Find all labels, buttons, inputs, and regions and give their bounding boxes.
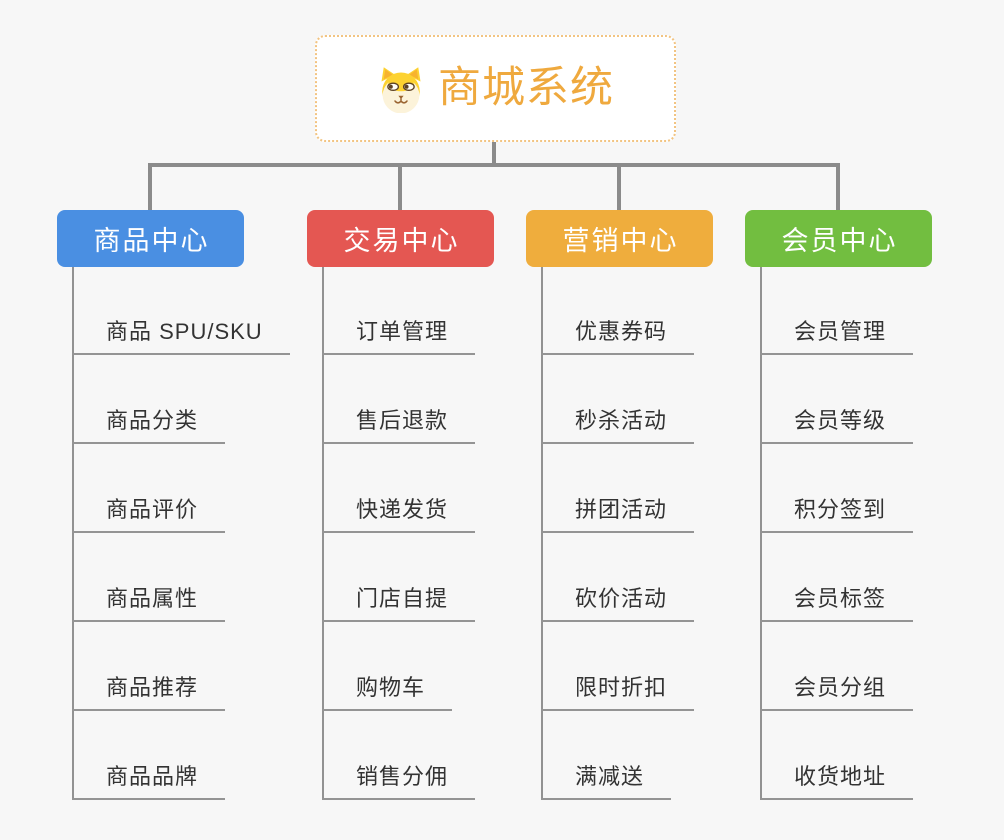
- connector-trunk-marketing: [541, 267, 543, 800]
- leaf-shipping-address[interactable]: 收货地址: [760, 762, 914, 800]
- leaf-time-limited-discount[interactable]: 限时折扣: [541, 673, 695, 711]
- leaf-product-attribute[interactable]: 商品属性: [72, 584, 226, 622]
- leaf-store-pickup[interactable]: 门店自提: [322, 584, 476, 622]
- leaf-product-brand[interactable]: 商品品牌: [72, 762, 226, 800]
- root-title: 商城系统: [438, 64, 614, 112]
- leaf-shopping-cart[interactable]: 购物车: [322, 673, 453, 711]
- leaf-points-checkin[interactable]: 积分签到: [760, 495, 914, 533]
- leaf-product-recommend[interactable]: 商品推荐: [72, 673, 226, 711]
- connector-bus: [148, 163, 840, 167]
- leaf-group-buy[interactable]: 拼团活动: [541, 495, 695, 533]
- connector-drop-products: [148, 163, 152, 210]
- branch-node-marketing-center[interactable]: 营销中心: [526, 210, 713, 267]
- shiba-dog-icon: [377, 65, 425, 113]
- leaf-product-category[interactable]: 商品分类: [72, 406, 226, 444]
- leaf-product-review[interactable]: 商品评价: [72, 495, 226, 533]
- leaf-member-management[interactable]: 会员管理: [760, 317, 914, 355]
- connector-drop-trade: [398, 163, 402, 210]
- leaf-product-spu-sku[interactable]: 商品 SPU/SKU: [72, 317, 290, 355]
- leaf-order-management[interactable]: 订单管理: [322, 317, 476, 355]
- connector-root-stem: [492, 142, 496, 167]
- connector-trunk-products: [72, 267, 74, 800]
- branch-node-member-center[interactable]: 会员中心: [745, 210, 932, 267]
- connector-trunk-members: [760, 267, 762, 800]
- branch-node-product-center[interactable]: 商品中心: [57, 210, 244, 267]
- root-node[interactable]: 商城系统: [315, 35, 676, 142]
- leaf-aftersale-refund[interactable]: 售后退款: [322, 406, 476, 444]
- leaf-coupon-code[interactable]: 优惠券码: [541, 317, 695, 355]
- leaf-sales-commission[interactable]: 销售分佣: [322, 762, 476, 800]
- leaf-member-tag[interactable]: 会员标签: [760, 584, 914, 622]
- branch-node-trade-center[interactable]: 交易中心: [307, 210, 494, 267]
- connector-drop-marketing: [617, 163, 621, 210]
- leaf-bargain-activity[interactable]: 砍价活动: [541, 584, 695, 622]
- leaf-express-delivery[interactable]: 快递发货: [322, 495, 476, 533]
- connector-trunk-trade: [322, 267, 324, 800]
- leaf-full-reduction[interactable]: 满减送: [541, 762, 672, 800]
- leaf-flash-sale[interactable]: 秒杀活动: [541, 406, 695, 444]
- connector-drop-members: [836, 163, 840, 210]
- leaf-member-group[interactable]: 会员分组: [760, 673, 914, 711]
- leaf-member-level[interactable]: 会员等级: [760, 406, 914, 444]
